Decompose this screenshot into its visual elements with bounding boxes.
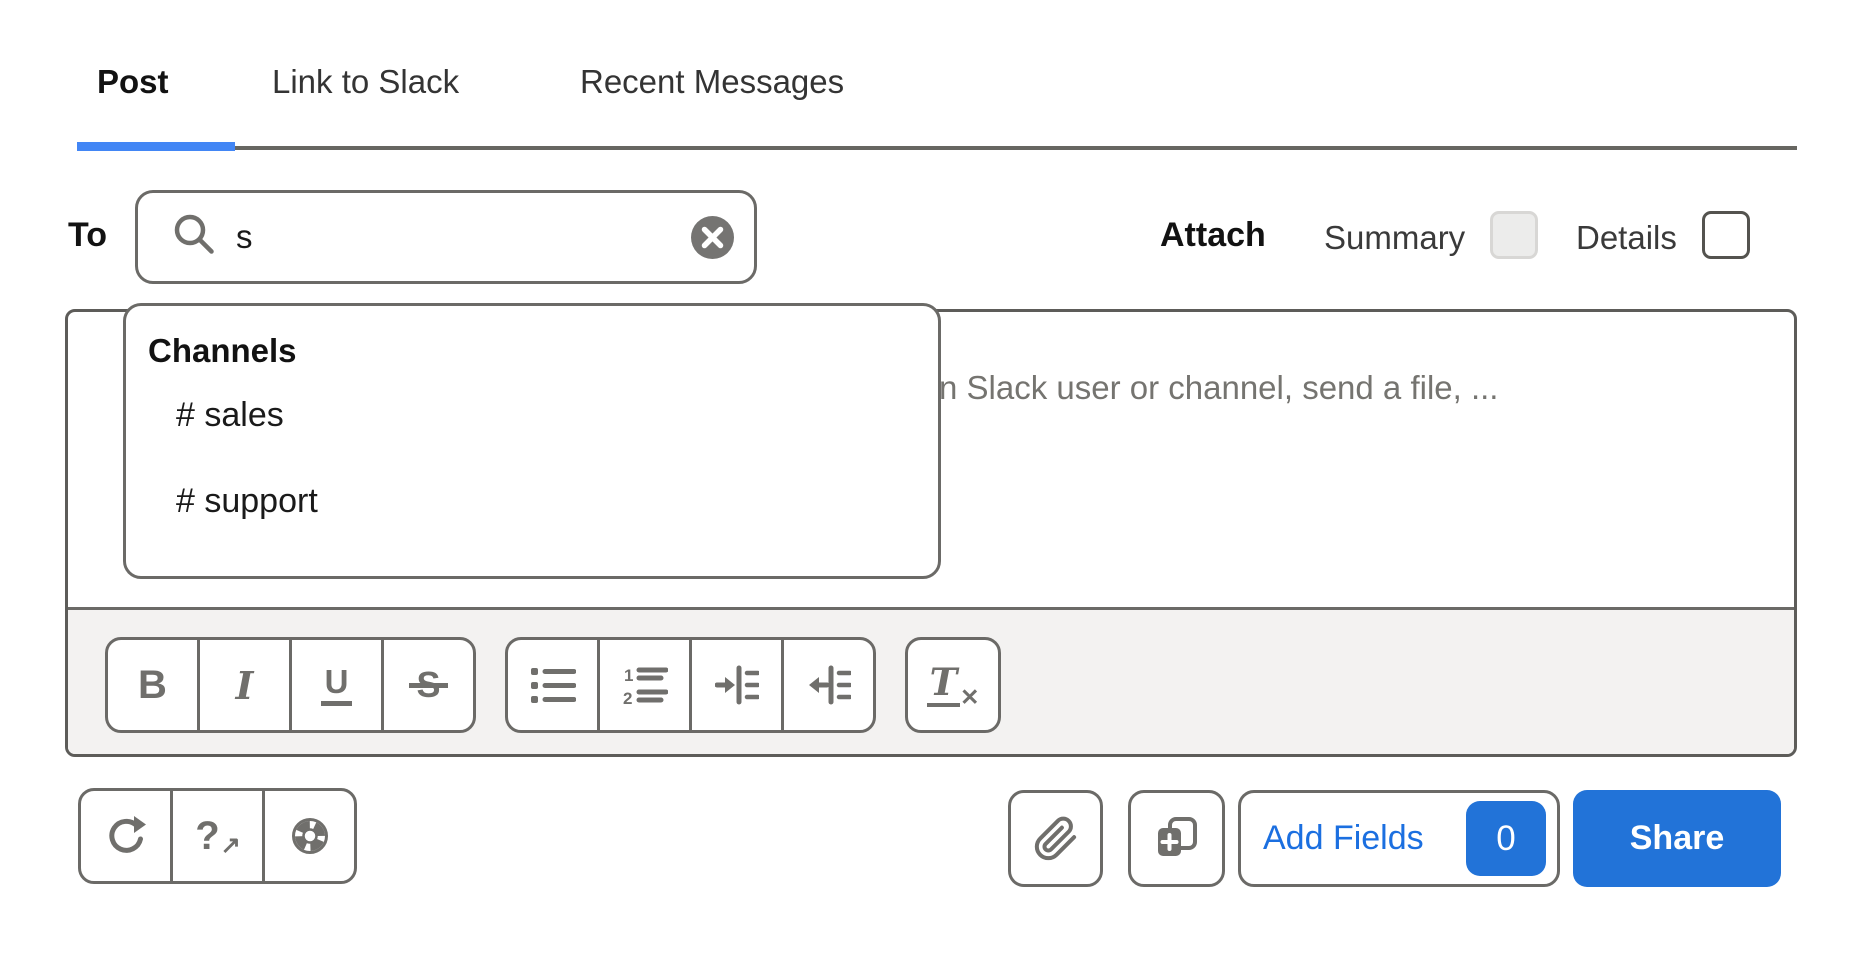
support-button[interactable] bbox=[262, 791, 354, 881]
clear-icon[interactable] bbox=[690, 215, 735, 260]
list-indent-group: 1 2 bbox=[505, 637, 876, 733]
numbered-list-icon: 1 2 bbox=[623, 666, 668, 706]
composer-placeholder: n Slack user or channel, send a file, ..… bbox=[939, 369, 1499, 406]
svg-text:1: 1 bbox=[624, 666, 633, 685]
share-button[interactable]: Share bbox=[1573, 790, 1781, 887]
active-tab-underline bbox=[77, 142, 235, 151]
bulleted-list-button[interactable] bbox=[508, 640, 597, 730]
support-ring-icon bbox=[291, 818, 328, 854]
underline-button[interactable]: U bbox=[289, 640, 381, 730]
paperclip-icon bbox=[1034, 816, 1076, 860]
attach-label: Attach bbox=[1160, 216, 1266, 254]
details-label: Details bbox=[1576, 219, 1677, 256]
copy-add-icon bbox=[1157, 816, 1197, 856]
outdent-button[interactable] bbox=[781, 640, 873, 730]
help-external-icon: ?↗ bbox=[195, 814, 241, 859]
suggestions-group-label: Channels bbox=[148, 332, 297, 369]
clear-formatting-icon: T✕ bbox=[926, 663, 979, 708]
search-icon bbox=[172, 212, 218, 258]
attach-file-button[interactable] bbox=[1008, 790, 1103, 887]
italic-button[interactable]: I bbox=[197, 640, 289, 730]
redo-icon bbox=[108, 816, 146, 853]
outdent-icon bbox=[808, 665, 851, 705]
insert-template-button[interactable] bbox=[1128, 790, 1225, 887]
bold-icon: B bbox=[138, 662, 167, 707]
details-checkbox[interactable] bbox=[1702, 211, 1750, 259]
text-style-group: B I U S bbox=[105, 637, 476, 733]
strikethrough-icon: S bbox=[409, 664, 448, 705]
strikethrough-button[interactable]: S bbox=[381, 640, 473, 730]
utility-group: ?↗ bbox=[78, 788, 357, 884]
summary-label: Summary bbox=[1324, 219, 1466, 256]
italic-icon: I bbox=[235, 662, 254, 708]
add-fields-count-badge: 0 bbox=[1466, 801, 1546, 876]
channel-suggestions-dropdown: Channels # sales # support bbox=[123, 303, 941, 579]
indent-button[interactable] bbox=[689, 640, 781, 730]
bold-button[interactable]: B bbox=[108, 640, 197, 730]
tab-recent-messages[interactable]: Recent Messages bbox=[580, 63, 845, 100]
tab-link-to-slack[interactable]: Link to Slack bbox=[272, 63, 460, 100]
add-fields-label: Add Fields bbox=[1263, 819, 1424, 857]
indent-icon bbox=[714, 665, 759, 705]
to-search-input[interactable] bbox=[236, 206, 636, 268]
tabs-divider bbox=[235, 146, 1797, 150]
underline-icon: U bbox=[320, 665, 353, 706]
suggestion-item-support[interactable]: # support bbox=[176, 482, 318, 520]
clear-formatting-button[interactable]: T✕ bbox=[905, 637, 1001, 733]
tab-post[interactable]: Post bbox=[97, 63, 169, 100]
numbered-list-button[interactable]: 1 2 bbox=[597, 640, 689, 730]
suggestion-item-sales[interactable]: # sales bbox=[176, 396, 284, 434]
bulleted-list-icon bbox=[530, 668, 576, 703]
redo-button[interactable] bbox=[81, 791, 170, 881]
help-button[interactable]: ?↗ bbox=[170, 791, 262, 881]
svg-text:2: 2 bbox=[623, 689, 632, 706]
summary-checkbox bbox=[1490, 211, 1538, 259]
to-label: To bbox=[68, 216, 108, 254]
add-fields-button[interactable]: Add Fields 0 bbox=[1238, 790, 1560, 887]
